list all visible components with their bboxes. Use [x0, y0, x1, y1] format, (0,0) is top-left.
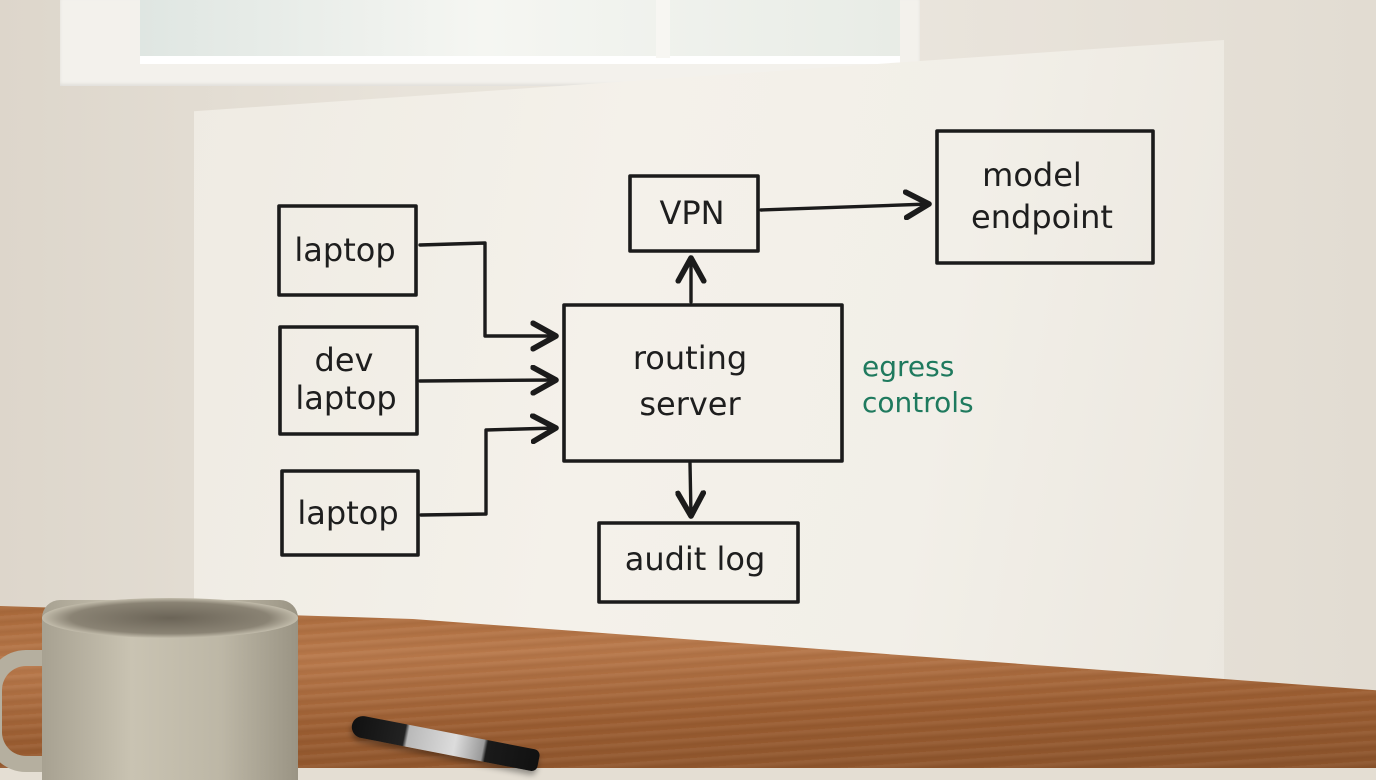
- node-laptop-2-label: laptop: [297, 494, 398, 532]
- edge-laptop-1-to-routing-server: [418, 241, 556, 336]
- node-audit-log: audit log: [597, 521, 800, 604]
- node-dev-laptop-box: [278, 325, 419, 436]
- node-laptop-2-box: [280, 469, 420, 557]
- node-laptop-2: laptop: [280, 469, 420, 557]
- paper-sheet: [194, 40, 1224, 688]
- node-model-endpoint: model endpoint: [935, 129, 1155, 265]
- node-audit-log-box: [597, 521, 800, 604]
- node-laptop-1-label: laptop: [294, 231, 395, 269]
- edge-dev-laptop-to-routing-server: [418, 380, 556, 381]
- node-model-endpoint-label-line1: model: [982, 156, 1082, 194]
- node-routing-server-label-line1: routing: [633, 339, 747, 377]
- node-routing-server-box: [562, 303, 844, 463]
- annotation-controls: controls: [862, 386, 974, 419]
- node-vpn-box: [628, 174, 760, 253]
- window-glass: [140, 0, 900, 64]
- node-model-endpoint-label-line2: endpoint: [971, 198, 1113, 236]
- node-audit-log-label: audit log: [625, 540, 766, 578]
- edge-laptop-2-to-routing-server: [419, 428, 556, 517]
- node-routing-server: routing server: [562, 303, 844, 463]
- node-vpn: VPN: [628, 174, 760, 253]
- node-vpn-label: VPN: [659, 194, 724, 232]
- node-laptop-1-box: [277, 204, 418, 297]
- mug-rim: [42, 598, 298, 638]
- node-dev-laptop-label-line1: dev: [315, 341, 374, 379]
- edge-vpn-to-model-endpoint: [759, 204, 929, 210]
- node-dev-laptop: dev laptop: [278, 325, 419, 436]
- window-mullion: [656, 0, 670, 58]
- edge-routing-server-to-audit-log: [690, 461, 691, 516]
- node-routing-server-label-line2: server: [639, 385, 741, 423]
- node-dev-laptop-label-line2: laptop: [295, 379, 396, 417]
- annotation-egress: egress: [862, 350, 954, 383]
- node-laptop-1: laptop: [277, 204, 418, 297]
- node-model-endpoint-box: [935, 129, 1155, 265]
